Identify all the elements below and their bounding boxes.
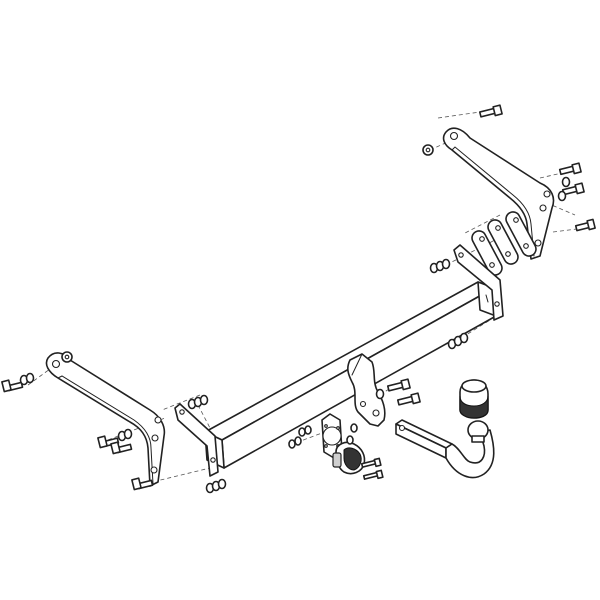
washer [199,394,209,406]
electrical-socket [332,441,366,475]
nut [346,435,354,445]
spacer-plate [487,219,519,265]
left-side-bracket [45,352,166,487]
washer [25,372,35,384]
bolt [574,218,596,232]
washer [557,190,567,202]
washer [441,258,451,270]
bolt [110,441,133,455]
bolt [360,457,382,468]
bolt [396,392,421,406]
ball-cover-cap [459,379,489,419]
bolts [1,104,596,491]
tow-ball-assembly [395,379,495,479]
bolt [362,469,384,480]
bolt [558,162,582,176]
washer [294,436,302,446]
nut [298,427,306,437]
bolt [1,379,24,393]
left-mounting-plate [174,403,219,477]
washers-and-nuts [19,144,571,494]
bolt [386,378,411,392]
center-bracket [347,353,386,427]
tow-ball-neck [445,429,495,479]
spacer-plates [471,211,537,276]
nut [288,439,296,449]
right-mounting-plate [453,244,504,321]
nut [350,423,358,433]
right-side-bracket [442,127,555,260]
spacer-plate [505,211,537,257]
washer [304,425,312,435]
washer [123,428,133,440]
bolt [131,477,154,491]
nut [375,388,385,400]
bolt [478,104,503,118]
washer [459,332,469,344]
washer [217,478,227,490]
spacer-plate [471,230,503,276]
washer [561,176,571,188]
